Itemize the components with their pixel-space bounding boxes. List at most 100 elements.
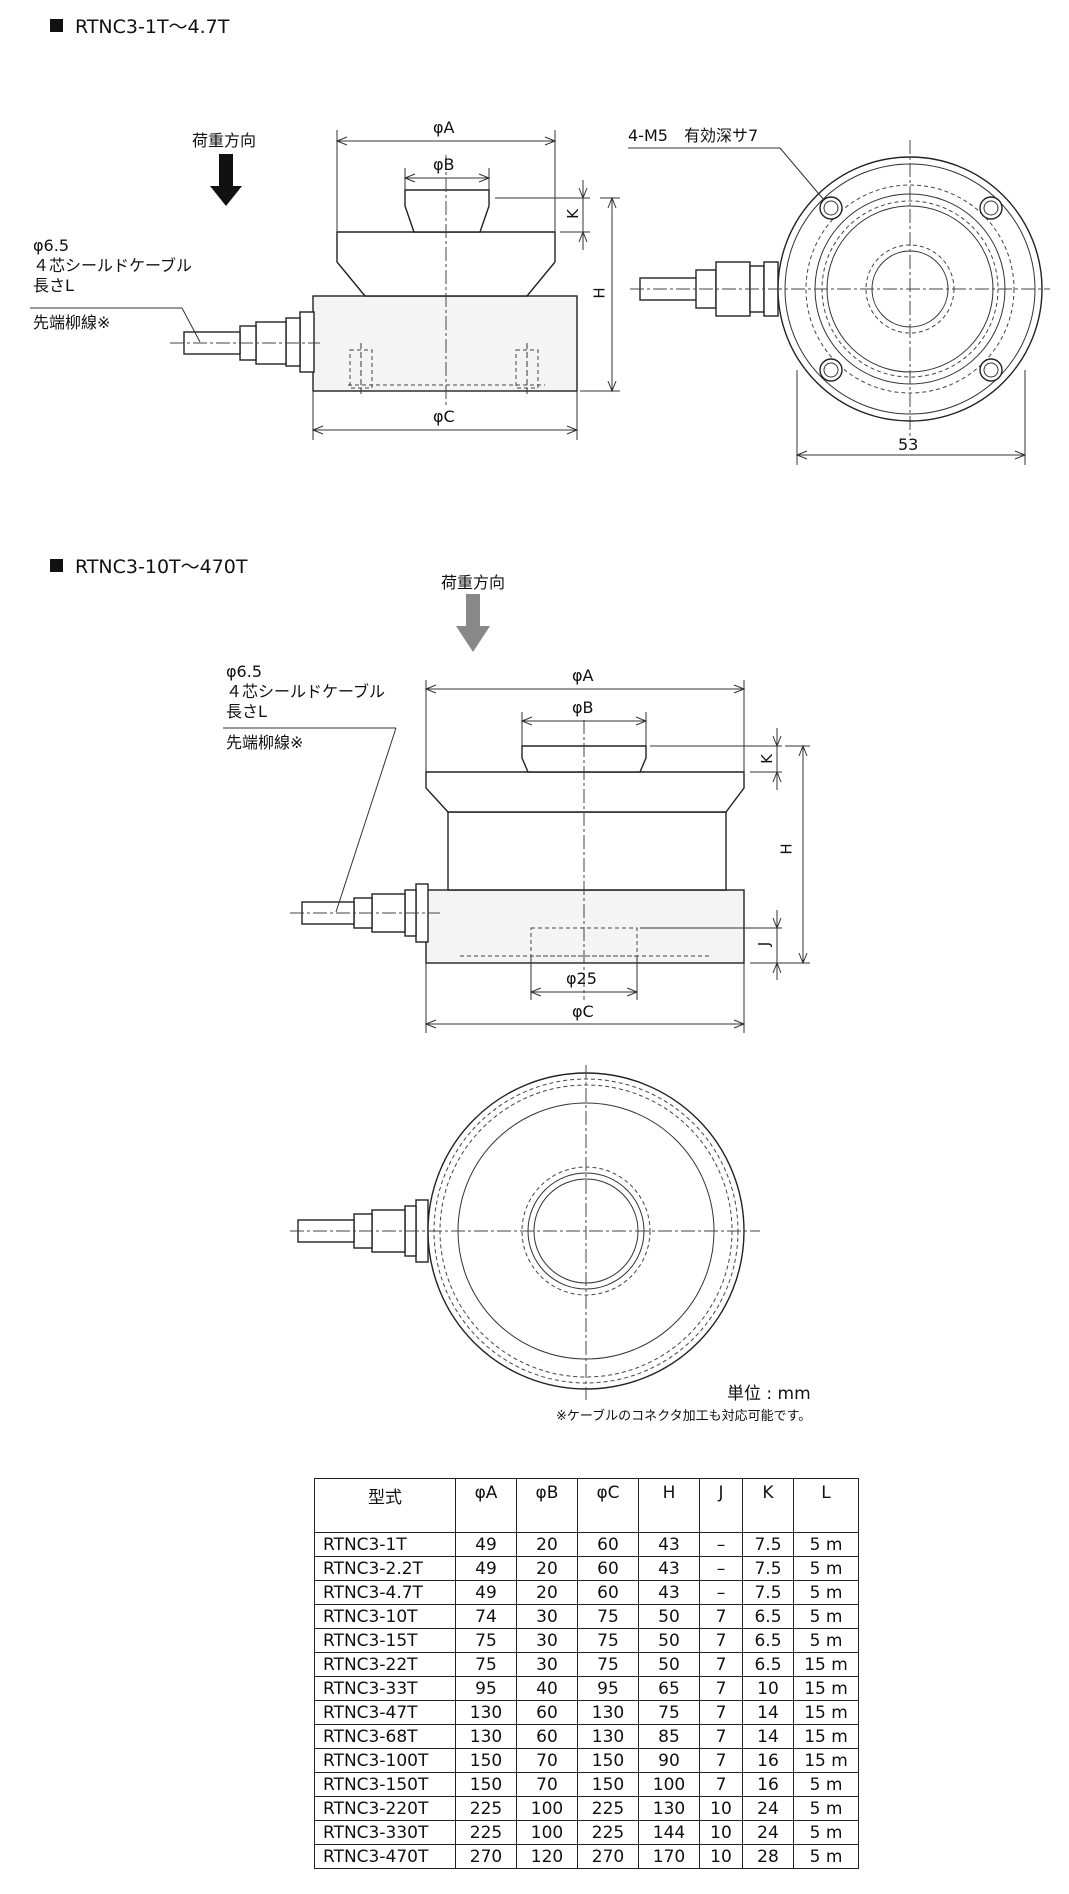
section1-dim-B: φB (433, 155, 455, 174)
table-cell: 75 (577, 1604, 639, 1629)
table-cell: 95 (577, 1676, 639, 1701)
table-cell: 15 m (793, 1700, 859, 1725)
table-cell: 100 (516, 1796, 578, 1821)
table-cell: 30 (516, 1604, 578, 1629)
table-cell: 5 m (793, 1604, 859, 1629)
table-cell: 20 (516, 1580, 578, 1605)
section2-top-view (290, 1065, 760, 1400)
table-cell: 170 (638, 1844, 700, 1869)
header-phiB: φB (516, 1478, 578, 1533)
table-cell: 15 m (793, 1724, 859, 1749)
table-cell: 70 (516, 1772, 578, 1797)
table-cell-model: RTNC3-100T (314, 1748, 456, 1773)
table-cell: 7 (699, 1700, 743, 1725)
table-cell: 130 (455, 1724, 517, 1749)
table-cell: 5 m (793, 1844, 859, 1869)
table-cell: 15 m (793, 1676, 859, 1701)
table-cell: 30 (516, 1652, 578, 1677)
table-cell-model: RTNC3-220T (314, 1796, 456, 1821)
table-cell: 10 (699, 1796, 743, 1821)
table-header-row: 型式 φA φB φC H J K L (314, 1478, 859, 1533)
section2-dim-J: J (755, 941, 774, 947)
table-cell: 49 (455, 1580, 517, 1605)
section1-dim-53: 53 (898, 435, 919, 454)
table-cell: 30 (516, 1628, 578, 1653)
table-cell: 130 (577, 1724, 639, 1749)
table-cell: 74 (455, 1604, 517, 1629)
table-cell: 75 (455, 1652, 517, 1677)
header-phiA: φA (455, 1478, 517, 1533)
table-cell: 75 (455, 1628, 517, 1653)
table-cell: 5 m (793, 1772, 859, 1797)
table-cell: 6.5 (742, 1652, 794, 1677)
section1-dim-C: φC (433, 407, 455, 426)
section1-dim-A: φA (433, 118, 455, 137)
table-cell-model: RTNC3-470T (314, 1844, 456, 1869)
table-cell: 150 (577, 1748, 639, 1773)
table-cell: 225 (577, 1820, 639, 1845)
table-cell-model: RTNC3-150T (314, 1772, 456, 1797)
table-cell: 15 m (793, 1652, 859, 1677)
table-cell: 85 (638, 1724, 700, 1749)
table-cell-model: RTNC3-1T (314, 1532, 456, 1557)
table-cell: 95 (455, 1676, 517, 1701)
table-cell: 6.5 (742, 1604, 794, 1629)
table-cell: 20 (516, 1556, 578, 1581)
table-cell: 7.5 (742, 1556, 794, 1581)
table-cell: 60 (577, 1532, 639, 1557)
table-cell: 14 (742, 1700, 794, 1725)
section2-dim-K: K (757, 754, 776, 764)
table-cell: 75 (577, 1652, 639, 1677)
table-cell: 225 (455, 1820, 517, 1845)
header-model: 型式 (314, 1478, 456, 1533)
section2-load-direction-label: 荷重方向 (441, 573, 506, 592)
table-cell: 60 (516, 1700, 578, 1725)
section1-cable-line-2: ４芯シールドケーブル (33, 256, 193, 275)
section2-dim-H: H (777, 843, 796, 855)
table-cell: 65 (638, 1676, 700, 1701)
section1-cable-line-1: φ6.5 (33, 236, 69, 255)
table-cell: 10 (699, 1844, 743, 1869)
table-cell-model: RTNC3-2.2T (314, 1556, 456, 1581)
table-cell-model: RTNC3-68T (314, 1724, 456, 1749)
table-cell: 7.5 (742, 1580, 794, 1605)
table-cell: 50 (638, 1628, 700, 1653)
section2-side-view (223, 594, 810, 1033)
header-H: H (638, 1478, 700, 1533)
table-cell: 14 (742, 1724, 794, 1749)
header-phiC: φC (577, 1478, 639, 1533)
header-K: K (742, 1478, 794, 1533)
table-cell: – (699, 1556, 743, 1581)
section2-title: RTNC3-10T〜470T (50, 552, 248, 579)
section2-dim-B: φB (572, 698, 594, 717)
table-cell: 130 (577, 1700, 639, 1725)
load-direction-arrow-icon (456, 594, 490, 652)
table-cell: 5 m (793, 1628, 859, 1653)
table-cell: 144 (638, 1820, 700, 1845)
table-cell: 75 (638, 1700, 700, 1725)
table-cell-model: RTNC3-47T (314, 1700, 456, 1725)
load-direction-arrow-icon (210, 154, 242, 206)
section1-cable-line-3: 長さL (33, 276, 74, 295)
square-bullet-icon (50, 19, 63, 32)
table-cell: 75 (577, 1628, 639, 1653)
table-cell: 50 (638, 1652, 700, 1677)
table-cell-model: RTNC3-22T (314, 1652, 456, 1677)
table-cell: 20 (516, 1532, 578, 1557)
table-cell: 120 (516, 1844, 578, 1869)
table-cell: 40 (516, 1676, 578, 1701)
unit-label: 単位 : mm (727, 1384, 811, 1404)
table-cell-model: RTNC3-10T (314, 1604, 456, 1629)
table-cell: 100 (638, 1772, 700, 1797)
table-cell: 50 (638, 1604, 700, 1629)
section2-cable-line-1: φ6.5 (226, 662, 262, 681)
